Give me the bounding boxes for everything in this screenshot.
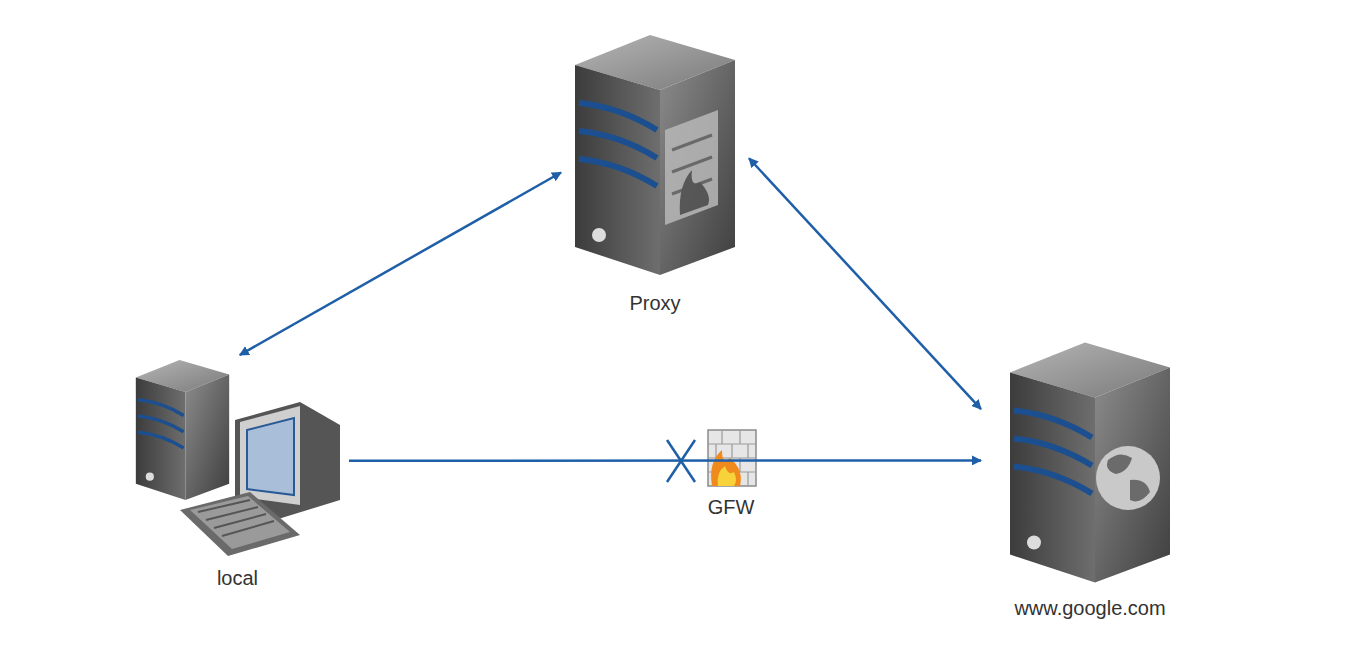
edge-label: GFW <box>706 496 757 519</box>
server-node: Proxy <box>561 30 749 315</box>
node-label: www.google.com <box>981 597 1199 620</box>
connector-arrow <box>349 459 981 462</box>
globe-emblem <box>1096 446 1160 510</box>
connector-arrow <box>749 158 981 409</box>
connector-arrow <box>240 173 561 356</box>
server-node: local <box>126 355 349 590</box>
firewall-icon <box>708 430 756 486</box>
computer-icon <box>136 360 340 556</box>
node-label: local <box>126 567 349 590</box>
firewall-emblem <box>665 110 718 225</box>
server-node: www.google.com <box>981 335 1199 620</box>
node-label: Proxy <box>561 292 749 315</box>
